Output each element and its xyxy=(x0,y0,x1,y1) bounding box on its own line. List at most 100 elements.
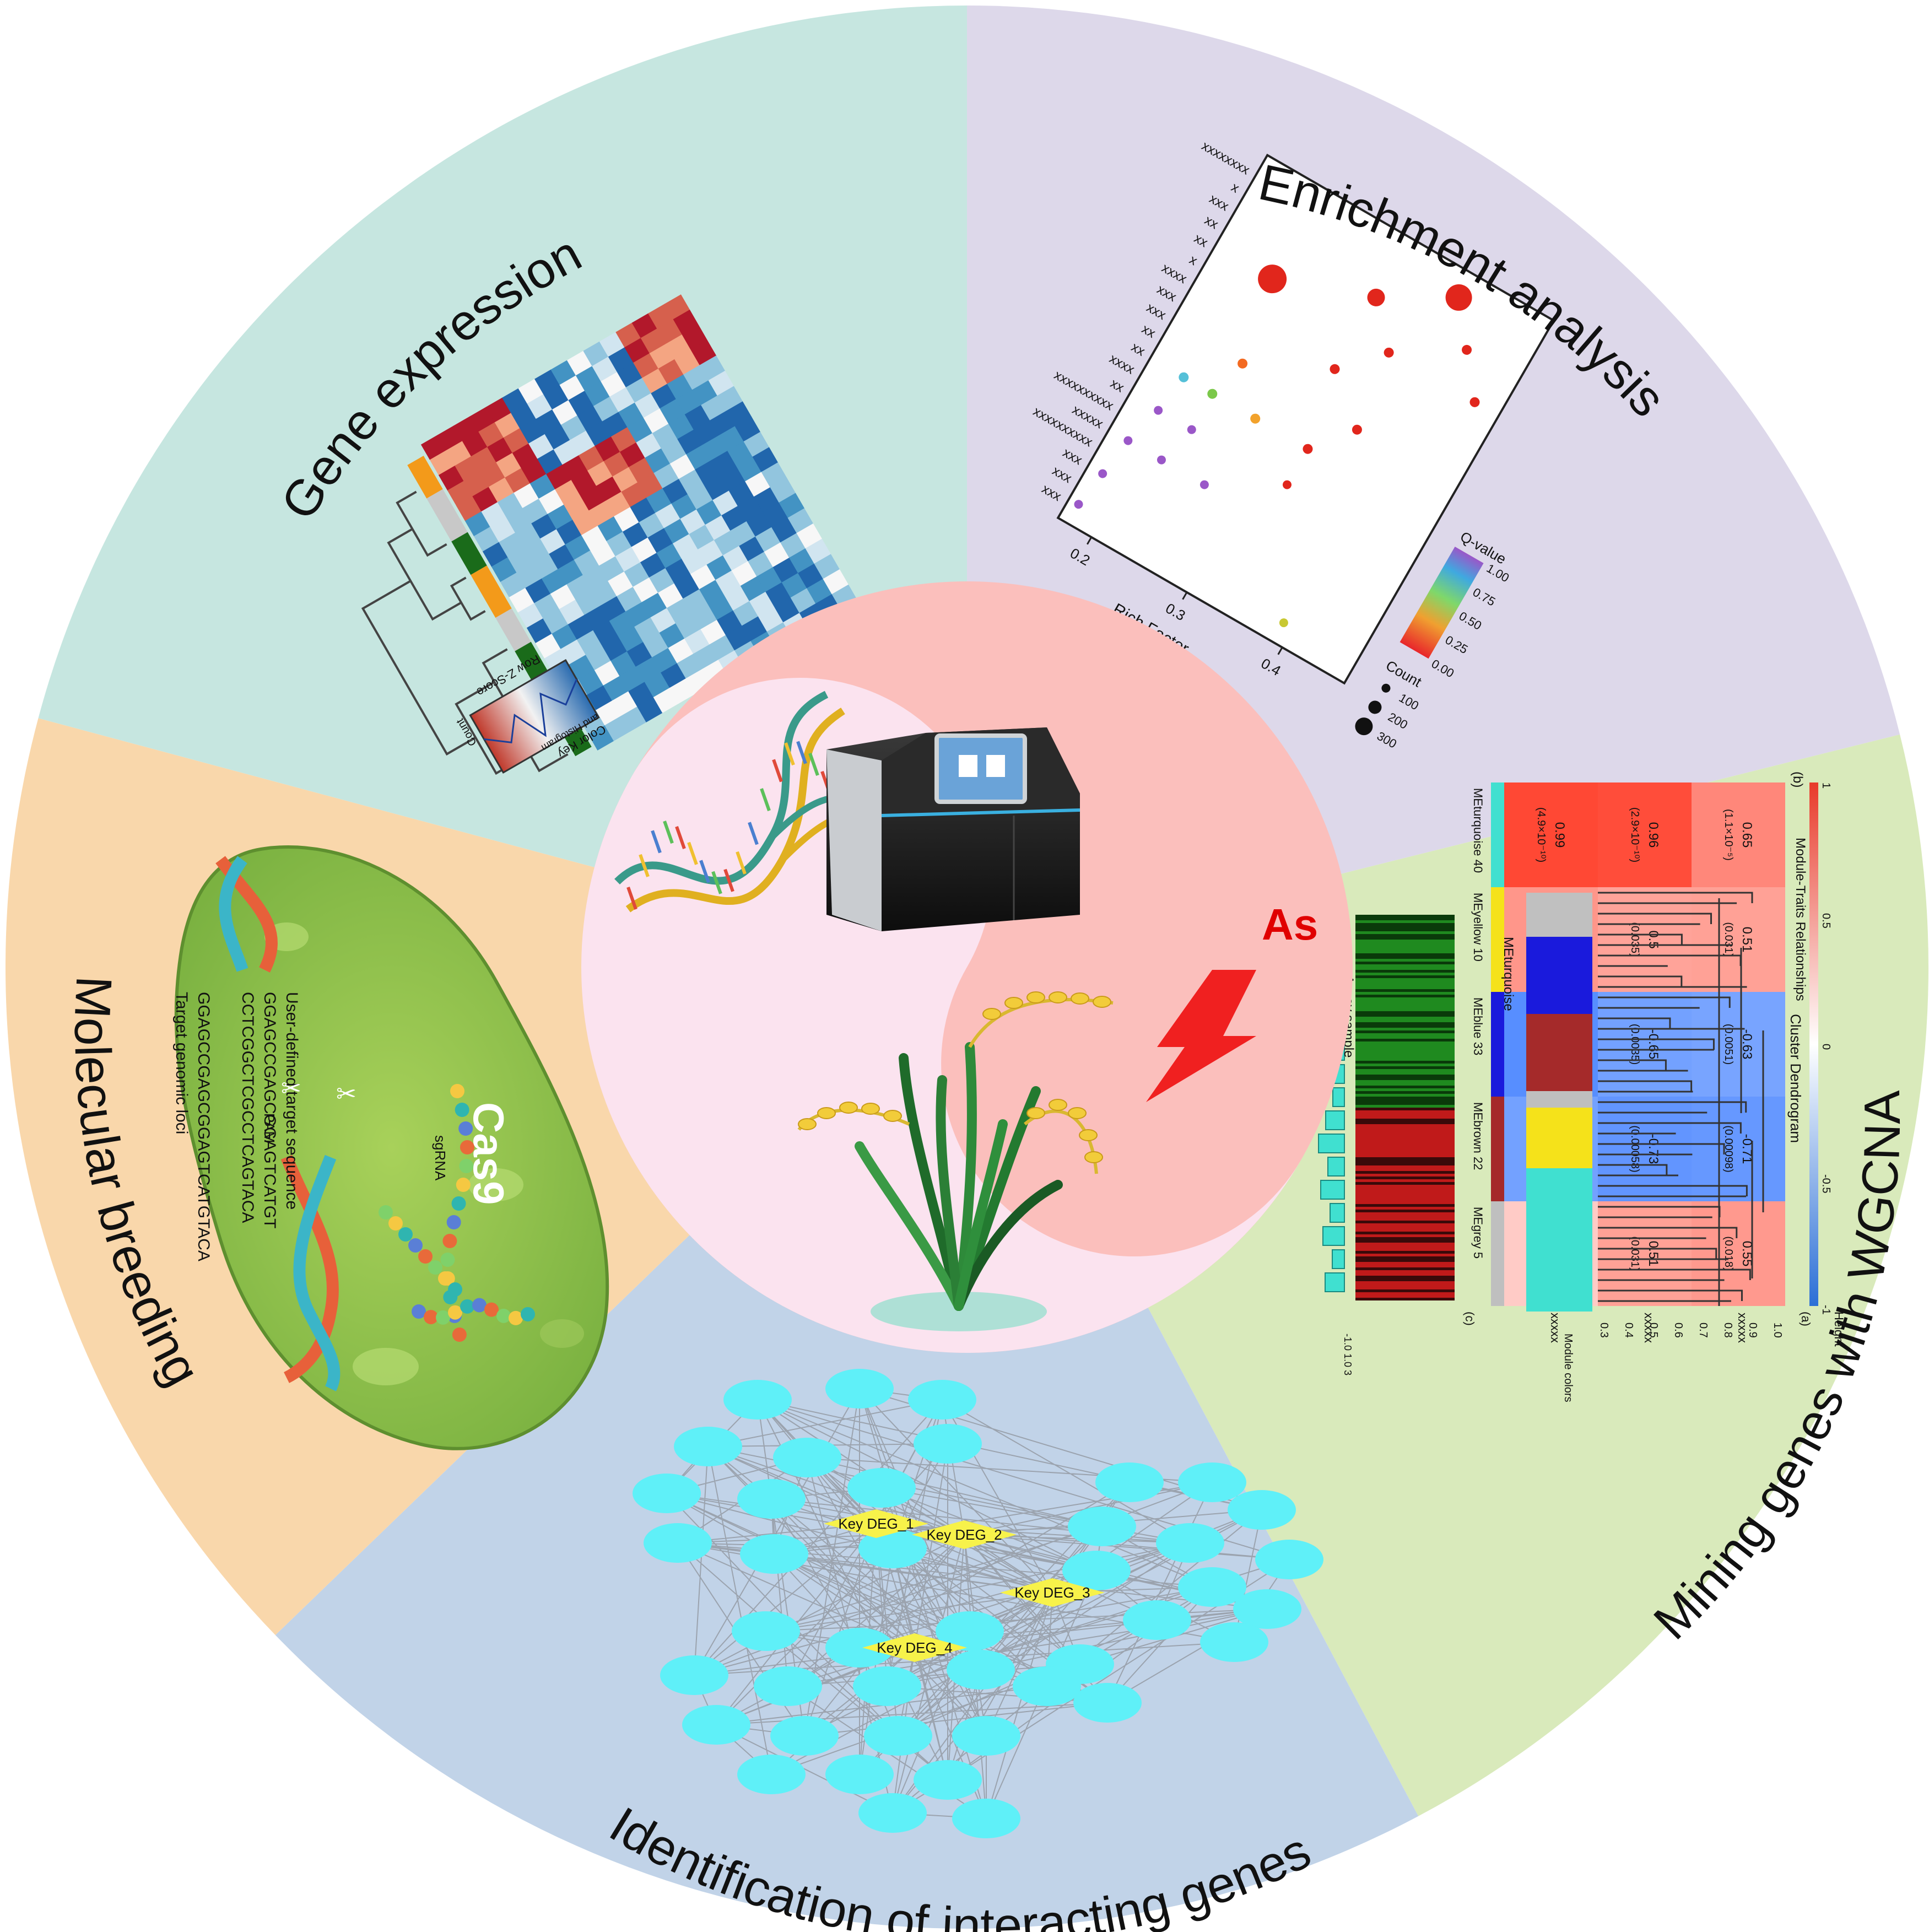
expression-stripe xyxy=(1355,1278,1455,1281)
network-node xyxy=(825,1755,894,1794)
enrichment-bubble xyxy=(1074,500,1083,509)
enrichment-bubble xyxy=(1282,480,1292,489)
expression-stripe xyxy=(1355,1050,1455,1053)
p-value: (0.0051) xyxy=(1722,1024,1735,1065)
eigengene-bar xyxy=(1325,1110,1345,1130)
expression-stripe xyxy=(1355,1193,1455,1196)
enrichment-bubble xyxy=(1179,372,1189,382)
user-defined-label: User-defined target sequence xyxy=(283,992,301,1210)
key-deg-node xyxy=(912,1520,1017,1549)
expression-stripe xyxy=(1355,1000,1455,1003)
expression-stripe xyxy=(1355,1017,1455,1019)
rice-grain xyxy=(861,1103,880,1115)
expression-stripe xyxy=(1355,1276,1455,1278)
network-node xyxy=(737,1479,806,1519)
height-tick: 0.9 xyxy=(1747,1323,1759,1338)
correlation-value: 0.65 xyxy=(1739,822,1754,848)
expression-stripe xyxy=(1355,1273,1455,1276)
expression-stripe xyxy=(1355,1234,1455,1237)
expression-stripe xyxy=(1355,970,1455,973)
enrichment-bubble xyxy=(1187,425,1196,434)
expression-stripe xyxy=(1355,1270,1455,1273)
expression-stripe xyxy=(1355,1182,1455,1185)
cluster-dendrogram: (a) Cluster Dendrogram 1.00.90.80.70.60.… xyxy=(1501,892,1846,1402)
cas9-cell xyxy=(174,845,609,1450)
expression-stripe xyxy=(1355,1041,1455,1044)
enrichment-bubble xyxy=(1207,388,1218,399)
trait-label: xxxxx xyxy=(1642,1313,1656,1343)
rice-grain xyxy=(798,1118,817,1130)
enrichment-bubble xyxy=(1250,413,1261,424)
expression-stripe xyxy=(1355,1171,1455,1174)
sgrna-bead xyxy=(496,1308,511,1323)
dna-rung xyxy=(748,822,759,845)
sgrna-bead xyxy=(484,1302,499,1317)
module-label: MEturquoise 40 xyxy=(1471,788,1485,873)
expression-stripe xyxy=(1355,1097,1455,1099)
expression-stripe xyxy=(1355,1154,1455,1157)
expression-stripe xyxy=(1355,956,1455,959)
rice-leaf xyxy=(855,1141,964,1311)
expression-stripe xyxy=(1355,1152,1455,1154)
expression-stripe xyxy=(1355,1088,1455,1091)
expression-stripe xyxy=(1355,1119,1455,1121)
bar-scale-label: -1.0 1.0 3 xyxy=(1342,1334,1353,1375)
network-node xyxy=(825,1369,894,1408)
expression-stripe xyxy=(1355,1292,1455,1295)
heatmap-cell xyxy=(588,725,614,751)
rice-grain xyxy=(1071,992,1089,1005)
sgrna-bead xyxy=(436,1310,450,1325)
sgrna-bead xyxy=(440,1253,455,1267)
module-color-bar xyxy=(1526,893,1592,1312)
module-label: MEgrey 5 xyxy=(1471,1207,1485,1259)
heatmap-cell xyxy=(637,697,663,722)
network-node xyxy=(1255,1540,1323,1579)
sgrna-bead xyxy=(412,1304,426,1319)
expression-stripe xyxy=(1355,931,1455,934)
rice-leaf xyxy=(936,1075,964,1311)
network-node xyxy=(936,1611,1004,1651)
expression-stripe xyxy=(1355,1127,1455,1130)
expression-stripe xyxy=(1355,1080,1455,1083)
expression-stripe xyxy=(1355,1113,1455,1116)
expression-stripe xyxy=(1355,1019,1455,1022)
module-trait-cell xyxy=(1504,782,1598,887)
expression-stripe xyxy=(1355,1047,1455,1050)
sgrna-bead xyxy=(456,1178,471,1192)
expression-stripe xyxy=(1355,1008,1455,1011)
expression-stripe xyxy=(1355,986,1455,989)
sgrna-bead xyxy=(438,1271,452,1286)
p-value: (2.9×10⁻¹⁰) xyxy=(1629,807,1641,862)
expression-stripe xyxy=(1355,1143,1455,1146)
expression-stripe xyxy=(1355,1251,1455,1254)
height-tick: 0.6 xyxy=(1672,1323,1684,1338)
expression-stripe xyxy=(1355,1116,1455,1119)
expression-stripe xyxy=(1355,995,1455,997)
network-node xyxy=(1156,1523,1224,1563)
expression-stripe xyxy=(1355,1179,1455,1182)
rice-grain xyxy=(982,1008,1001,1020)
network-node xyxy=(858,1529,927,1568)
pam-label: PAM xyxy=(261,1113,278,1143)
p-value: (0.031) xyxy=(1722,922,1735,957)
key-deg-label: Key DEG_4 xyxy=(877,1639,952,1656)
correlation-value: -0.65 xyxy=(1646,1029,1661,1060)
panel-b-label: (b) xyxy=(1790,771,1805,787)
expression-stripe xyxy=(1355,1130,1455,1132)
scale-tick: -1 xyxy=(1820,1305,1832,1315)
expression-stripe xyxy=(1355,1265,1455,1267)
dna-rung xyxy=(675,825,686,849)
rice-grain xyxy=(817,1107,836,1119)
enrichment-bubble xyxy=(1258,265,1287,294)
expression-stripe xyxy=(1355,953,1455,956)
network-node xyxy=(914,1424,982,1464)
module-label: MEblue 33 xyxy=(1471,997,1485,1055)
panel-a-label: (a) xyxy=(1799,1312,1813,1326)
enrichment-bubble xyxy=(1279,618,1288,628)
expression-stripe xyxy=(1355,1298,1455,1300)
sgrna-bead xyxy=(379,1205,393,1219)
expression-stripe xyxy=(1355,997,1455,1000)
count-legend-dot xyxy=(1381,683,1391,693)
sgrna-bead xyxy=(448,1282,462,1297)
module-trait-cell xyxy=(1692,782,1785,887)
